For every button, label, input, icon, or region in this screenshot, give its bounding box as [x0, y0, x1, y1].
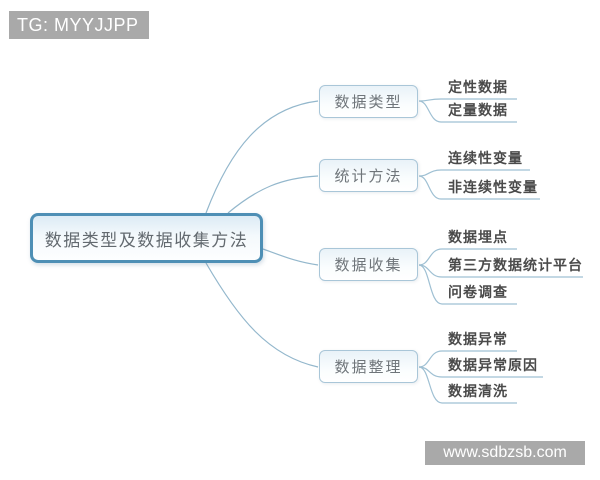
- leaf-node[interactable]: 问卷调查: [448, 284, 508, 300]
- leaf-node[interactable]: 数据埋点: [448, 229, 508, 245]
- branch-node-label: 数据类型: [334, 95, 403, 111]
- watermark-bottom-text: www.sdbzsb.com: [443, 444, 567, 461]
- edge-root-branch-0: [205, 100, 319, 214]
- leaf-node[interactable]: 定性数据: [448, 79, 508, 95]
- root-node[interactable]: 数据类型及数据收集方法: [30, 213, 263, 263]
- leaf-node[interactable]: 连续性变量: [448, 150, 523, 166]
- leaf-node[interactable]: 数据异常: [448, 331, 508, 347]
- branch-node-data-types[interactable]: 数据类型: [319, 85, 418, 118]
- branch-node-statistical-methods[interactable]: 统计方法: [319, 159, 418, 192]
- branch-node-label: 数据收集: [334, 258, 403, 274]
- branch-node-label: 数据整理: [334, 360, 403, 376]
- edge-branch-1-leaf-0: [418, 169, 530, 177]
- leaf-node[interactable]: 非连续性变量: [448, 179, 538, 195]
- watermark-badge-top: TG: MYYJJPP: [9, 11, 149, 39]
- branch-node-data-cleaning[interactable]: 数据整理: [319, 350, 418, 383]
- leaf-node[interactable]: 数据异常原因: [448, 357, 538, 373]
- branch-node-label: 统计方法: [334, 169, 403, 185]
- leaf-node[interactable]: 数据清洗: [448, 383, 508, 399]
- leaf-node[interactable]: 定量数据: [448, 102, 508, 118]
- root-node-label: 数据类型及数据收集方法: [44, 230, 249, 250]
- branch-node-data-collection[interactable]: 数据收集: [319, 248, 418, 281]
- edge-root-branch-3: [205, 262, 319, 368]
- edge-root-branch-1: [227, 175, 319, 214]
- leaf-node[interactable]: 第三方数据统计平台: [448, 257, 583, 273]
- edge-root-branch-2: [262, 248, 319, 266]
- watermark-badge-bottom: www.sdbzsb.com: [425, 441, 585, 465]
- watermark-top-text: TG: MYYJJPP: [17, 14, 139, 35]
